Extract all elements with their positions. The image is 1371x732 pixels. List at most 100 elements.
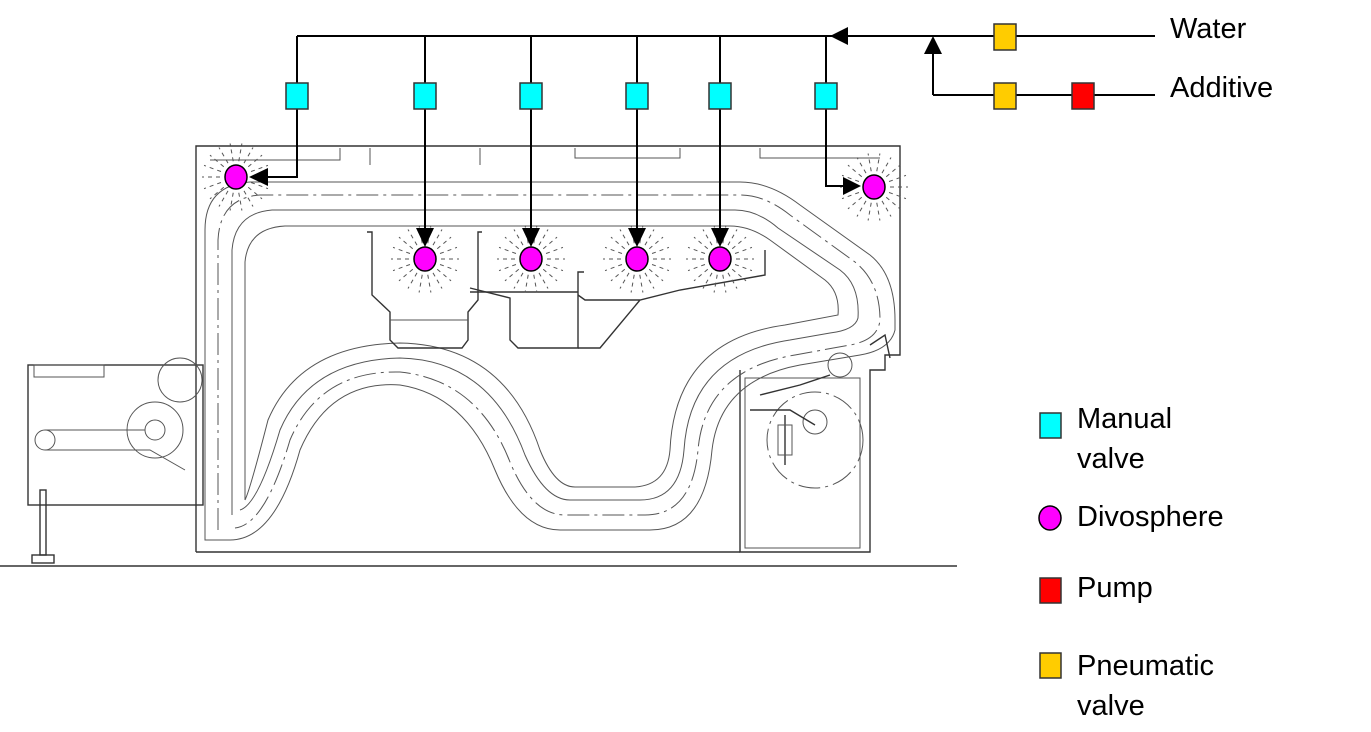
spray-ray — [734, 264, 753, 272]
spray-ray — [538, 229, 549, 246]
spray-ray — [648, 268, 664, 282]
spray-ray — [398, 268, 414, 282]
spray-ray — [644, 229, 655, 246]
legend-manual-valve-swatch — [1039, 412, 1062, 439]
spray-ray — [867, 202, 872, 221]
spray-ray — [247, 186, 263, 200]
spray-ray — [693, 268, 709, 282]
divosphere — [708, 246, 732, 272]
legend-manual-valve-label: Manual — [1077, 403, 1172, 435]
spray-ray — [498, 264, 517, 272]
spray-ray — [702, 272, 713, 289]
flow-arrow-icon — [416, 228, 434, 247]
legend-pneumatic-valve-label: Pneumatic — [1077, 650, 1214, 682]
spray-ray — [876, 202, 881, 221]
spray-ray — [418, 274, 423, 293]
spray-ray — [610, 236, 626, 250]
spray-ray — [867, 153, 872, 172]
legend-pump-swatch — [1039, 577, 1062, 604]
spray-ray — [542, 236, 558, 250]
flow-arrow-icon — [843, 177, 861, 195]
spray-ray — [841, 192, 860, 200]
legend-manual-valve-label-2: valve — [1077, 443, 1145, 475]
piping — [249, 27, 1155, 247]
additive-label: Additive — [1170, 72, 1273, 104]
spray-ray — [243, 190, 254, 207]
flow-arrow-icon — [830, 27, 848, 45]
spray-ray — [432, 272, 443, 289]
spray-ray — [247, 154, 263, 168]
pneumatic-valve — [993, 23, 1017, 51]
manual-valve — [708, 82, 732, 110]
spray-ray — [885, 164, 901, 178]
pump — [1071, 82, 1095, 110]
legend-pneumatic-valve-swatch — [1039, 652, 1062, 679]
spray-ray — [407, 272, 418, 289]
spray-ray — [727, 272, 738, 289]
spray-ray — [722, 274, 727, 293]
spray-ray — [250, 164, 269, 172]
spray-ray — [888, 174, 907, 182]
flow-arrow-icon — [924, 36, 942, 54]
spray-ray — [881, 200, 892, 217]
spray-ray — [651, 246, 670, 254]
spray-ray — [498, 246, 517, 254]
legend-pneumatic-valve-label-2: valve — [1077, 690, 1145, 722]
spray-ray — [229, 143, 234, 162]
manual-valve — [519, 82, 543, 110]
spray-ray — [229, 192, 234, 211]
spray-ray — [881, 157, 892, 174]
pneumatic-valve — [993, 82, 1017, 110]
spray-ray — [610, 268, 626, 282]
spray-ray — [513, 272, 524, 289]
spray-ray — [407, 229, 418, 246]
spray-ray — [731, 236, 747, 250]
divosphere — [413, 246, 437, 272]
legend-divosphere-swatch — [1038, 505, 1062, 531]
spray-ray — [203, 164, 222, 172]
spray-ray — [619, 272, 630, 289]
spray-ray — [545, 246, 564, 254]
spray-ray — [731, 268, 747, 282]
spray-ray — [427, 274, 432, 293]
spray-ray — [604, 264, 623, 272]
flow-arrow-icon — [522, 228, 540, 247]
spray-ray — [243, 147, 254, 164]
spray-ray — [727, 229, 738, 246]
spray-ray — [209, 154, 225, 168]
spray-ray — [856, 157, 867, 174]
spray-ray — [713, 274, 718, 293]
spray-ray — [604, 246, 623, 254]
divosphere — [224, 164, 248, 190]
spray-ray — [644, 272, 655, 289]
manual-valve — [814, 82, 838, 110]
divosphere — [519, 246, 543, 272]
spray-ray — [651, 264, 670, 272]
spray-ray — [513, 229, 524, 246]
spray-ray — [398, 236, 414, 250]
spray-ray — [847, 164, 863, 178]
machine-outline — [27, 145, 901, 564]
spray-ray — [432, 229, 443, 246]
spray-ray — [847, 196, 863, 210]
legend-pump-label: Pump — [1077, 572, 1153, 604]
divosphere — [625, 246, 649, 272]
spray-ray — [436, 268, 452, 282]
spray-ray — [888, 192, 907, 200]
spray-ray — [218, 147, 229, 164]
spray-ray — [693, 236, 709, 250]
spray-ray — [392, 264, 411, 272]
spray-ray — [687, 246, 706, 254]
spray-patterns — [202, 143, 908, 293]
spray-ray — [439, 264, 458, 272]
water-label: Water — [1170, 13, 1247, 45]
spray-ray — [856, 200, 867, 217]
spray-ray — [392, 246, 411, 254]
flow-arrow-icon — [628, 228, 646, 247]
spray-ray — [619, 229, 630, 246]
manual-valve — [413, 82, 437, 110]
spray-ray — [524, 274, 529, 293]
spray-ray — [238, 143, 243, 162]
spray-ray — [885, 196, 901, 210]
spray-ray — [542, 268, 558, 282]
